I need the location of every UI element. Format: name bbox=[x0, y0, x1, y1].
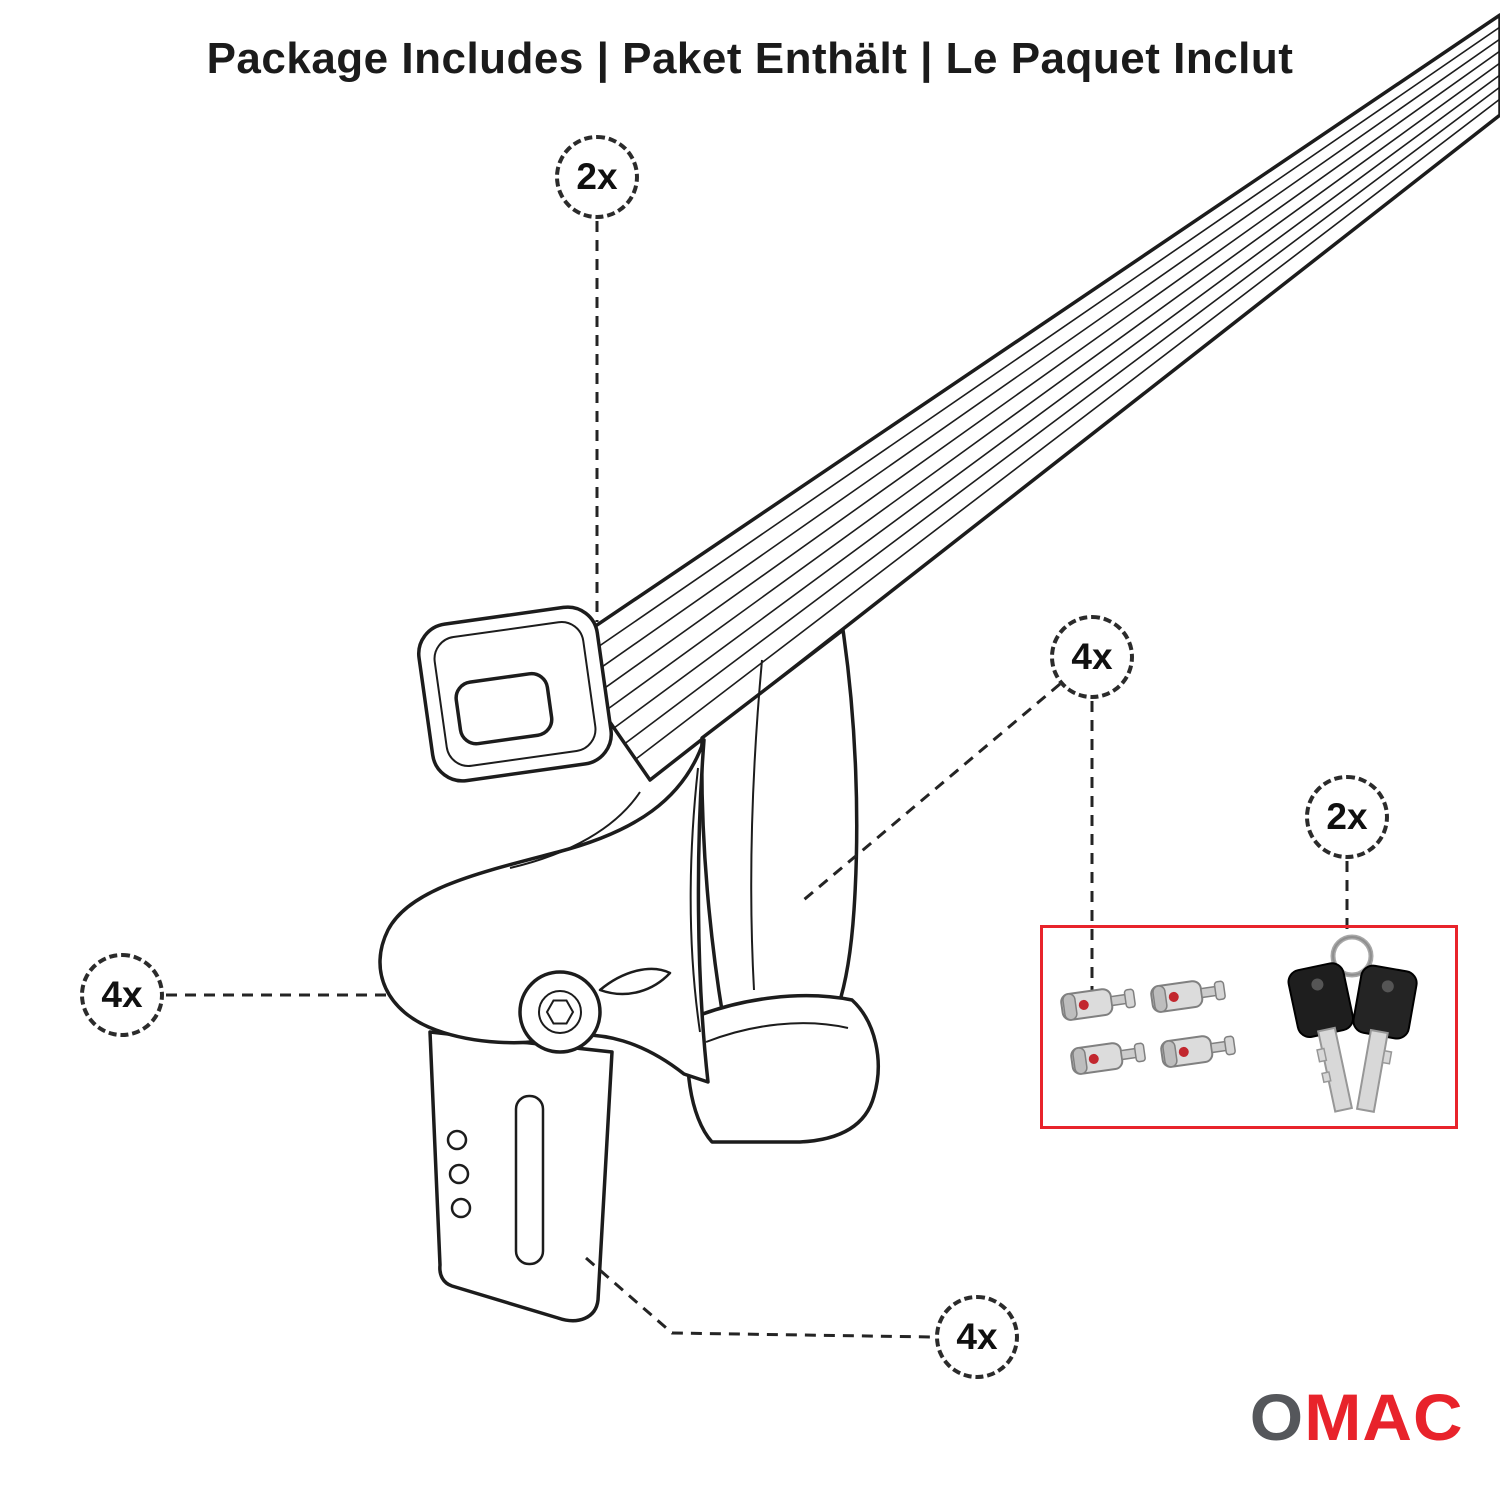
callout-label: 4x bbox=[956, 1316, 998, 1357]
callout-label: 4x bbox=[101, 974, 143, 1015]
page-title: Package Includes | Paket Enthält | Le Pa… bbox=[206, 34, 1294, 83]
callout-foot-qty: 4x bbox=[80, 953, 164, 1037]
callout-label: 2x bbox=[576, 156, 618, 197]
callout-locks-qty: 4x bbox=[1050, 615, 1134, 699]
callout-label: 2x bbox=[1326, 796, 1368, 837]
foot-bolt bbox=[518, 970, 602, 1054]
callout-clamp-qty: 4x bbox=[935, 1295, 1019, 1379]
clamp-bracket-graphic bbox=[428, 1030, 614, 1323]
leader-lines bbox=[166, 221, 1349, 1339]
callout-crossbar-qty: 2x bbox=[555, 135, 639, 219]
mounting-foot-graphic bbox=[378, 628, 880, 1144]
callout-keys-qty: 2x bbox=[1305, 775, 1389, 859]
keys-image bbox=[1287, 934, 1418, 1113]
end-cap-graphic bbox=[417, 605, 613, 783]
foot-pad bbox=[686, 993, 880, 1144]
callout-label: 4x bbox=[1071, 636, 1113, 677]
brand-logo: OMAC bbox=[1250, 1384, 1464, 1450]
crossbar-graphic bbox=[558, 13, 1500, 782]
brand-logo-letter-gray: O bbox=[1250, 1380, 1305, 1454]
hardware-box bbox=[1040, 925, 1458, 1129]
brand-logo-letters-red: MAC bbox=[1304, 1380, 1464, 1454]
